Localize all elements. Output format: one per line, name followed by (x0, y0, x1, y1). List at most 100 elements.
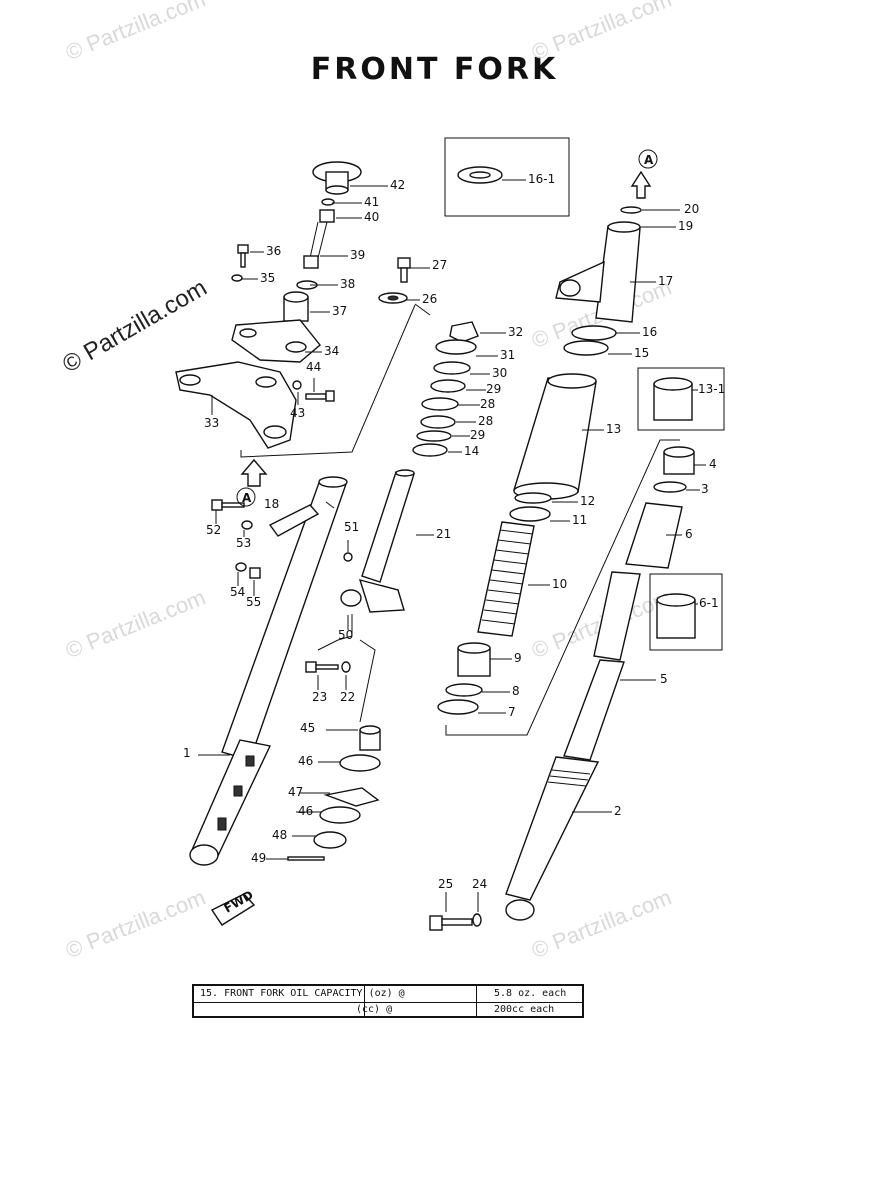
callout-label: 28 (478, 414, 494, 428)
arrow-up-a (630, 170, 652, 199)
callout-label: 50 (338, 628, 354, 642)
race-16 (571, 325, 617, 341)
spec-row: 15. FRONT FORK OIL CAPACITY (oz) @ 5.8 o… (194, 986, 582, 1003)
bracket-18 (268, 504, 320, 537)
bolt-23 (305, 661, 317, 673)
washer-35 (231, 274, 243, 282)
callout-label: 17 (658, 274, 674, 288)
callout-label: 46 (298, 804, 314, 818)
callout-label: 6-1 (699, 596, 719, 610)
callout-label: 19 (678, 219, 694, 233)
spec-row1-label: 15. FRONT FORK OIL CAPACITY (oz) @ (200, 988, 405, 999)
bolt-52 (211, 499, 223, 511)
callout-label: 43 (290, 406, 306, 420)
oil-capacity-table: 15. FRONT FORK OIL CAPACITY (oz) @ 5.8 o… (192, 984, 584, 1018)
inset-box-16-1 (444, 137, 570, 217)
upper-bracket-34 (231, 319, 321, 363)
fork-cover-13 (513, 377, 597, 493)
race-30 (433, 361, 471, 375)
spec-row1-value: 5.8 oz. each (494, 988, 567, 999)
pin-49 (287, 856, 325, 861)
ball-bearing-29 (430, 379, 466, 393)
spec-row2-label: (cc) @ (356, 1004, 393, 1015)
callout-label: 47 (288, 785, 304, 799)
callout-label: 3 (701, 482, 709, 496)
callout-label: 30 (492, 366, 508, 380)
callout-label: 29 (486, 382, 502, 396)
callout-label: 13-1 (698, 382, 726, 396)
nut-32 (449, 321, 479, 343)
callout-label: 5 (660, 672, 668, 686)
washer-46 (339, 754, 381, 772)
ring-12 (514, 492, 552, 504)
callout-label: 39 (350, 248, 366, 262)
callout-label: 33 (204, 416, 220, 430)
callout-label: 52 (206, 523, 222, 537)
washer-46b (319, 806, 361, 824)
tube-21 (361, 471, 415, 583)
callout-label: 40 (364, 210, 380, 224)
race-19 (607, 221, 641, 233)
inner-parts-group (437, 373, 680, 736)
callout-label: 25 (438, 877, 454, 891)
callout-label: 55 (246, 595, 262, 609)
callout-label: 6 (685, 527, 693, 541)
callout-label: 44 (306, 360, 322, 374)
spec-row2-value: 200cc each (494, 1004, 555, 1015)
arrow-up-a-left (240, 458, 268, 487)
callout-label: 34 (324, 344, 340, 358)
bolt-25 (429, 915, 443, 931)
callout-label: 14 (464, 444, 480, 458)
nut-39 (303, 255, 319, 269)
callout-label: 42 (390, 178, 406, 192)
left-fork-group: A FWD (189, 458, 415, 926)
callout-label: 51 (344, 520, 360, 534)
callout-label: 49 (251, 851, 267, 865)
race-31 (435, 339, 477, 355)
callout-label: 45 (300, 721, 316, 735)
seal-15 (563, 340, 609, 356)
nut-55 (249, 567, 261, 579)
bolt-27 (397, 257, 411, 269)
callout-label: 23 (312, 690, 328, 704)
seal-14 (412, 443, 448, 457)
race-28 (421, 397, 459, 411)
callout-label: 18 (264, 497, 280, 511)
ring-8 (445, 683, 483, 697)
right-fork-group (429, 367, 725, 931)
callout-label: 35 (260, 271, 276, 285)
callout-label: 20 (684, 202, 700, 216)
steering-head-group: A (555, 149, 658, 356)
washer-41 (321, 198, 335, 206)
callout-label: 9 (514, 651, 522, 665)
callout-label: 27 (432, 258, 448, 272)
callout-label: 41 (364, 195, 380, 209)
callout-label: 24 (472, 877, 488, 891)
callout-label: 16-1 (528, 172, 556, 186)
spring-10 (477, 521, 535, 637)
callout-label: 16 (642, 325, 658, 339)
callout-label: 29 (470, 428, 486, 442)
washer-43 (292, 380, 302, 390)
callout-label: 10 (552, 577, 568, 591)
callout-label: 26 (422, 292, 438, 306)
leader-lines (198, 179, 706, 912)
clamp-50 (340, 589, 362, 607)
bolt-44 (305, 393, 327, 400)
callout-label: 1 (183, 746, 191, 760)
callout-label: 48 (272, 828, 288, 842)
outer-tube-2 (505, 756, 600, 901)
callout-label: 2 (614, 804, 622, 818)
ring-3 (653, 481, 687, 493)
race-28b (420, 415, 456, 429)
washer-22 (341, 661, 351, 673)
callout-label: 32 (508, 325, 524, 339)
seat-11 (509, 506, 551, 522)
callout-label: 31 (500, 348, 516, 362)
callout-label: 7 (508, 705, 516, 719)
spec-row: (cc) @ 200cc each (194, 1002, 582, 1018)
callout-label: 28 (480, 397, 496, 411)
callout-label: 15 (634, 346, 650, 360)
ball-bearing-29b (416, 430, 452, 442)
callout-label: 46 (298, 754, 314, 768)
